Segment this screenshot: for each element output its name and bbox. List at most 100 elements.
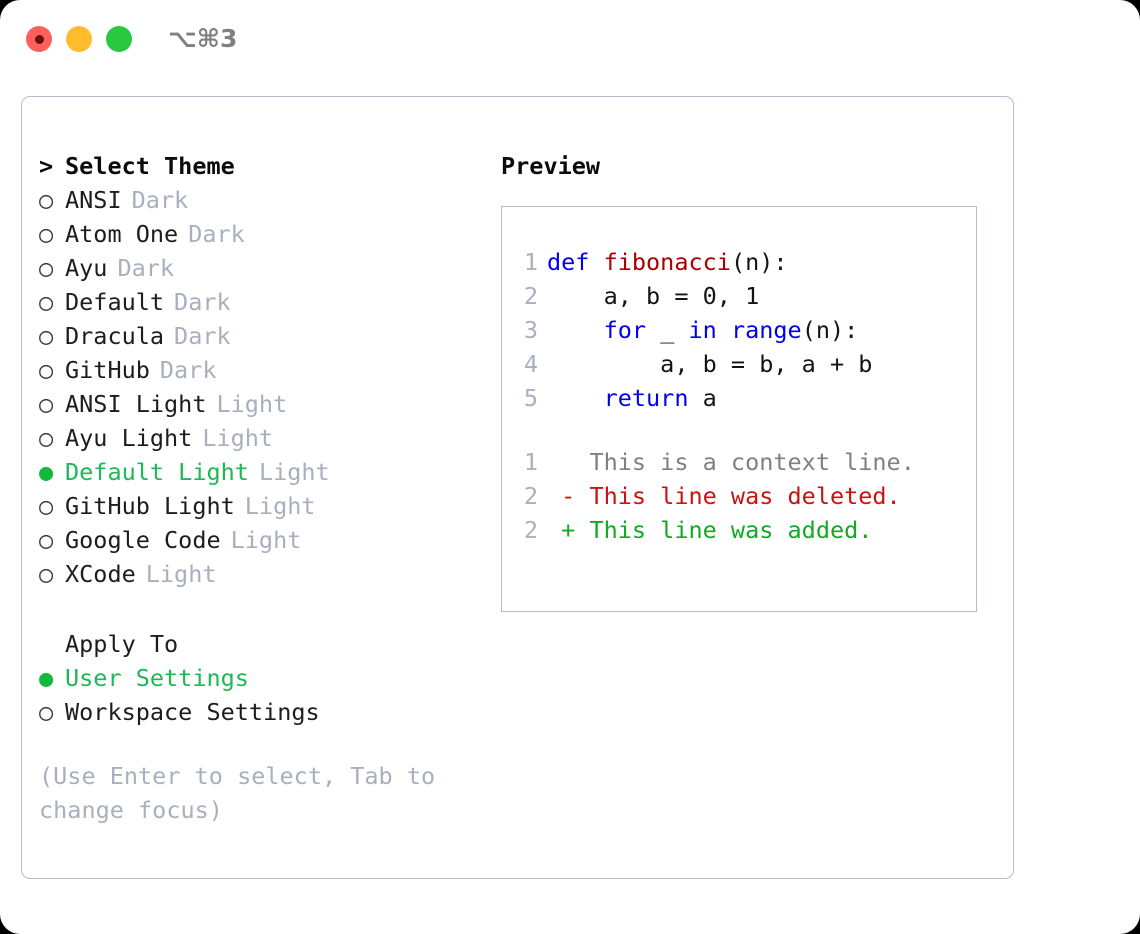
diff-sign: + bbox=[547, 516, 576, 544]
theme-option-variant: Dark bbox=[174, 288, 231, 316]
minimize-button[interactable] bbox=[66, 26, 92, 52]
line-number: 2 bbox=[523, 516, 538, 544]
title-bar: ⌥⌘3 bbox=[0, 0, 1140, 78]
code-token: def bbox=[547, 248, 604, 276]
theme-option[interactable]: ○ GitHub Dark bbox=[39, 353, 469, 387]
theme-option-variant: Light bbox=[216, 390, 288, 418]
code-token: fibonacci bbox=[603, 248, 731, 276]
keyboard-shortcut-label: ⌥⌘3 bbox=[168, 24, 238, 53]
radio-unselected-icon[interactable]: ○ bbox=[39, 560, 54, 588]
code-token: _ bbox=[646, 316, 689, 344]
theme-picker-header: >Select Theme bbox=[39, 149, 469, 183]
code-token bbox=[547, 316, 604, 344]
apply-to-option[interactable]: ● User Settings bbox=[39, 661, 469, 695]
code-line: 4 a, b = b, a + b bbox=[516, 347, 970, 381]
radio-unselected-icon[interactable]: ○ bbox=[39, 492, 54, 520]
apply-to-list: ● User Settings ○ Workspace Settings bbox=[39, 661, 469, 729]
theme-option-label: XCode bbox=[65, 560, 136, 588]
keyboard-hint: (Use Enter to select, Tab to change focu… bbox=[39, 762, 436, 824]
theme-option[interactable]: ○ Ayu Light Light bbox=[39, 421, 469, 455]
radio-unselected-icon[interactable]: ○ bbox=[39, 186, 54, 214]
radio-unselected-icon[interactable]: ○ bbox=[39, 220, 54, 248]
diff-text: This line was added. bbox=[575, 516, 873, 544]
theme-option-variant: Dark bbox=[159, 356, 217, 384]
theme-option-label: GitHub bbox=[65, 356, 150, 384]
theme-option[interactable]: ○ ANSI Light Light bbox=[39, 387, 469, 421]
line-number: 2 bbox=[523, 282, 538, 310]
apply-to-option[interactable]: ○ Workspace Settings bbox=[39, 695, 469, 729]
radio-unselected-icon[interactable]: ○ bbox=[39, 424, 54, 452]
theme-option[interactable]: ○ GitHub Light Light bbox=[39, 489, 469, 523]
line-number: 4 bbox=[523, 350, 538, 378]
radio-unselected-icon[interactable]: ○ bbox=[39, 254, 54, 282]
diff-line: 2 + This line was added. bbox=[516, 513, 970, 547]
code-token: a, b = 0, 1 bbox=[547, 282, 760, 310]
theme-option-label: Atom One bbox=[65, 220, 179, 248]
close-button[interactable] bbox=[26, 26, 52, 52]
apply-to-option-label: User Settings bbox=[65, 664, 249, 692]
theme-option[interactable]: ○ ANSI Dark bbox=[39, 183, 469, 217]
theme-option-variant: Dark bbox=[188, 220, 245, 248]
theme-option-variant: Dark bbox=[117, 254, 175, 282]
apply-to-option-label: Workspace Settings bbox=[65, 698, 320, 726]
theme-option-label: Dracula bbox=[65, 322, 165, 350]
radio-unselected-icon[interactable]: ○ bbox=[39, 288, 54, 316]
diff-text: This line was deleted. bbox=[575, 482, 901, 510]
line-number: 1 bbox=[523, 248, 538, 276]
theme-option-variant: Light bbox=[145, 560, 217, 588]
radio-selected-icon[interactable]: ● bbox=[39, 458, 54, 486]
diff-sign: - bbox=[547, 482, 576, 510]
theme-option-variant: Light bbox=[244, 492, 316, 520]
radio-unselected-icon[interactable]: ○ bbox=[39, 526, 54, 554]
theme-option[interactable]: ○ XCode Light bbox=[39, 557, 469, 591]
code-line: 1 def fibonacci(n): bbox=[516, 245, 970, 279]
code-token: for bbox=[603, 316, 647, 344]
preview-label: Preview bbox=[501, 152, 601, 180]
theme-option-variant: Dark bbox=[131, 186, 189, 214]
theme-option[interactable]: ○ Ayu Dark bbox=[39, 251, 469, 285]
radio-unselected-icon[interactable]: ○ bbox=[39, 390, 54, 418]
code-token: return bbox=[603, 384, 689, 412]
line-number: 5 bbox=[523, 384, 538, 412]
code-line: 2 a, b = 0, 1 bbox=[516, 279, 970, 313]
radio-unselected-icon[interactable]: ○ bbox=[39, 322, 54, 350]
theme-option-label: Default bbox=[65, 288, 165, 316]
code-token: a, b = b, a + b bbox=[547, 350, 873, 378]
theme-option[interactable]: ○ Atom One Dark bbox=[39, 217, 469, 251]
diff-text: This is a context line. bbox=[575, 448, 915, 476]
diff-line: 1 This is a context line. bbox=[516, 445, 970, 479]
theme-option-label: Default Light bbox=[65, 458, 249, 486]
diff-sign bbox=[547, 448, 575, 476]
theme-option-label: ANSI bbox=[65, 186, 122, 214]
radio-unselected-icon[interactable]: ○ bbox=[39, 356, 54, 384]
theme-option-label: ANSI Light bbox=[65, 390, 207, 418]
theme-option-label: Ayu Light bbox=[65, 424, 193, 452]
theme-option-label: Ayu bbox=[65, 254, 108, 282]
section-spacer bbox=[39, 591, 469, 627]
theme-picker-title: Select Theme bbox=[65, 152, 235, 180]
theme-option-variant: Light bbox=[230, 526, 302, 554]
line-number: 2 bbox=[523, 482, 538, 510]
theme-option-variant: Light bbox=[202, 424, 274, 452]
radio-selected-icon[interactable]: ● bbox=[39, 664, 54, 692]
hint-spacer bbox=[39, 729, 469, 759]
diff-spacer bbox=[516, 415, 970, 445]
code-token bbox=[547, 384, 604, 412]
maximize-button[interactable] bbox=[106, 26, 132, 52]
theme-option[interactable]: ○ Default Dark bbox=[39, 285, 469, 319]
code-token: (n): bbox=[730, 248, 788, 276]
theme-option-label: GitHub Light bbox=[65, 492, 235, 520]
radio-unselected-icon[interactable]: ○ bbox=[39, 698, 54, 726]
diff-lines: 1 This is a context line. 2 - This line w… bbox=[516, 445, 970, 547]
